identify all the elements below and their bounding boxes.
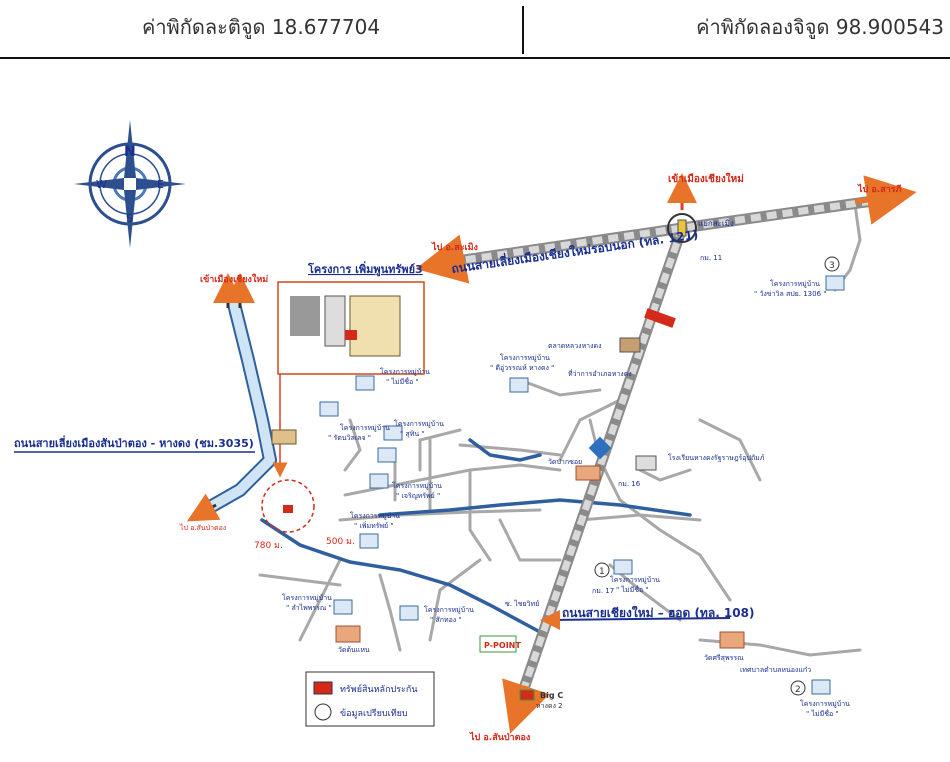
- school-label: โรงเรียนหางดงรัฐราษฎร์อุปถัมภ์: [668, 453, 765, 462]
- header-rule: [0, 57, 950, 59]
- village-9-sub: " ไม่มีชื่อ ": [616, 585, 649, 594]
- village-10-sub: " ไม่มีชื่อ ": [806, 709, 839, 718]
- village-4-name: โครงการหมู่บ้าน: [392, 481, 442, 490]
- longitude-value: 98.900543: [835, 15, 944, 39]
- km-17: กม. 17: [592, 587, 614, 595]
- compass-n: N: [124, 144, 136, 160]
- latitude-value: 18.677704: [271, 15, 381, 39]
- legend-property: ทรัพย์สินหลักประกัน: [340, 683, 418, 695]
- legend-comparable: ข้อมูลเปรียบเทียบ: [340, 708, 408, 719]
- subdistrict-office-label: เทศบาลตำบลหนองแก๋ว: [740, 666, 811, 674]
- village-5-name: โครงการหมู่บ้าน: [350, 511, 400, 520]
- highway-108: [514, 226, 688, 702]
- village-7-sub: " สักทอง ": [430, 616, 462, 624]
- bigc-label: Big C: [540, 691, 563, 700]
- marker-1: 1: [599, 567, 605, 577]
- village-11-sub: " วังข่าวิล สปย. 1306 ": [754, 290, 826, 298]
- dist-500: 500 ม.: [326, 537, 355, 547]
- header-divider: [522, 6, 524, 54]
- temple-1-label: วัดปากซอย: [548, 458, 582, 466]
- village-8-name: โครงการหมู่บ้าน: [500, 353, 550, 362]
- village-8-sub: " ดีอู่วรรณห์ หางดง ": [490, 364, 554, 372]
- village-6-sub: " ลำไพพรรณ ": [286, 603, 332, 612]
- village-3-sub: " สุทิน ": [400, 430, 425, 438]
- village-3-name: โครงการหมู่บ้าน: [394, 419, 444, 428]
- compass-w: W: [96, 178, 107, 191]
- village-7-name: โครงการหมู่บ้าน: [424, 605, 474, 614]
- to-chiangmai-left: เข้าเมืองเชียงใหม่: [200, 273, 268, 285]
- village-1-name: โครงการหมู่บ้าน: [380, 367, 430, 376]
- to-chiangmai-top: เข้าเมืองเชียงใหม่: [668, 172, 744, 185]
- temple-3-label: วัดศรีสุพรรณ: [704, 654, 744, 662]
- km-16: กม. 16: [618, 480, 641, 488]
- intersection-label: แยกสะเมิง: [698, 219, 734, 228]
- to-sanpatong-left: ไป อ.สันป่าตอง: [179, 523, 226, 532]
- location-map[interactable]: N S W E: [0, 60, 950, 762]
- road-108-label: ถนนสายเชียงใหม่ – ฮอด (ทล. 108): [562, 605, 754, 620]
- dist-780: 780 ม.: [254, 541, 283, 551]
- to-sarapi: ไป อ.สารภี: [857, 183, 902, 195]
- road-121-label: ถนนสายเลี่ยงเมืองเชียงใหม่รอบนอก (ทล. 12…: [450, 225, 699, 276]
- to-sanpatong: ไป อ.สันป่าตอง: [469, 731, 530, 743]
- marker-2: 2: [795, 685, 801, 695]
- bigc-branch-label: หางดง 2: [536, 702, 563, 710]
- temple-2-label: วัดต้นแหน: [338, 646, 370, 654]
- landmarks: ตลาดหลวงหางดง ที่ว่าการอำเภอหางดง วัดปาก…: [271, 337, 811, 710]
- village-10-name: โครงการหมู่บ้าน: [800, 699, 850, 708]
- project-title: โครงการ เพิ่มพูนทรัพย์3: [307, 261, 423, 277]
- village-6-name: โครงการหมู่บ้าน: [282, 593, 332, 602]
- village-2-name: โครงการหมู่บ้าน: [340, 423, 390, 432]
- longitude-label: ค่าพิกัดลองจิจูด: [696, 15, 830, 39]
- road-3035-label: ถนนสายเลี่ยงเมืองสันป่าตอง - หางดง (ชม.3…: [14, 435, 254, 450]
- secondary-roads-blue: [260, 438, 692, 634]
- road-3035: [201, 298, 277, 517]
- village-1-sub: " ไม่มีชื่อ ": [386, 377, 419, 386]
- soi-label: ซ. ไชยวิทย์: [505, 599, 539, 608]
- intersection-marker: แยกสะเมิง: [667, 213, 734, 243]
- compass-s: S: [126, 212, 133, 225]
- km-11: กม. 11: [700, 254, 722, 262]
- latitude-label: ค่าพิกัดละติจูด: [141, 15, 266, 39]
- map-legend: ทรัพย์สินหลักประกัน ข้อมูลเปรียบเทียบ: [305, 671, 435, 727]
- village-5-sub: " เพิ่มทรัพย์ ": [354, 521, 394, 530]
- village-2-sub: " รัตนวิลเลจ ": [328, 434, 371, 442]
- subject-location-circle: [261, 479, 315, 533]
- latitude-cell: ค่าพิกัดละติจูด 18.677704: [0, 0, 522, 54]
- compass-icon: N S W E: [74, 120, 186, 248]
- coordinate-header: ค่าพิกัดละติจูด 18.677704 ค่าพิกัดลองจิจ…: [0, 0, 950, 60]
- project-inset: โครงการ เพิ่มพูนทรัพย์3: [272, 261, 425, 478]
- subject-property-icon: [283, 505, 293, 513]
- comparable-markers: 1 2 3: [594, 256, 840, 696]
- market-label: ตลาดหลวงหางดง: [548, 342, 602, 350]
- ppoint-label: P-POINT: [484, 641, 521, 650]
- village-9-name: โครงการหมู่บ้าน: [610, 575, 660, 584]
- longitude-cell: ค่าพิกัดลองจิจูด 98.900543: [524, 0, 944, 54]
- district-office-label: ที่ว่าการอำเภอหางดง: [568, 369, 632, 378]
- marker-3: 3: [829, 261, 835, 271]
- red-bar-marker: [644, 308, 676, 328]
- to-samoeng: ไป อ.สะเมิง: [431, 241, 478, 253]
- village-4-sub: " เจริญทรัพย์ ": [396, 492, 440, 500]
- village-11-name: โครงการหมู่บ้าน: [770, 279, 820, 288]
- compass-e: E: [157, 178, 164, 191]
- village-icons: [319, 275, 845, 695]
